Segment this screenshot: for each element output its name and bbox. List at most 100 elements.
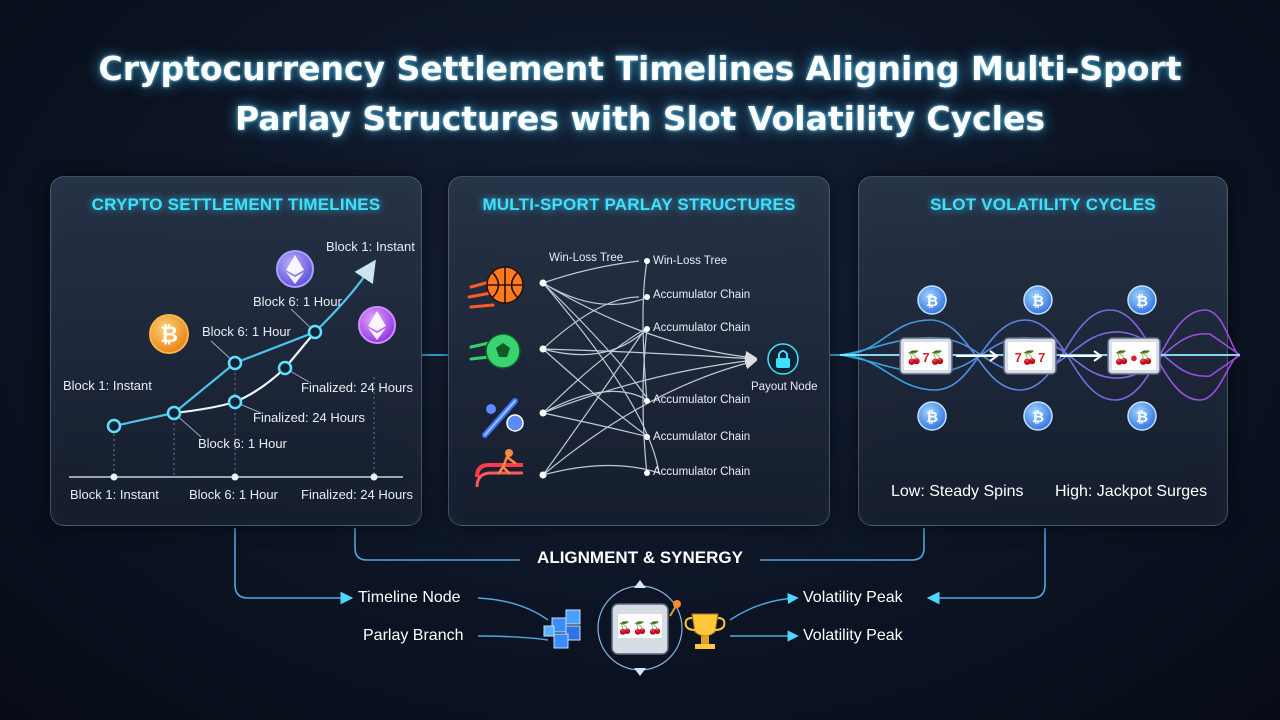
svg-text:₿: ₿ bbox=[1136, 409, 1148, 426]
link-parlay-to-hub bbox=[477, 635, 549, 641]
parlay-node bbox=[644, 258, 650, 264]
blockchain-cubes-icon bbox=[543, 609, 581, 649]
slot-reel-icon: 7🍒7 bbox=[1003, 337, 1057, 375]
arrow-up-icon bbox=[634, 580, 646, 588]
svg-text:₿: ₿ bbox=[1032, 409, 1044, 426]
arrow-right-icon bbox=[956, 350, 999, 362]
volatility-peak-label: Volatility Peak bbox=[803, 627, 903, 644]
running-track-icon bbox=[475, 449, 523, 488]
timeline-curve-lower bbox=[173, 331, 316, 415]
bitcoin-icon: ₿ bbox=[149, 314, 189, 354]
axis-label: Finalized: 24 Hours bbox=[301, 487, 413, 502]
chart-label: Block 1: Instant bbox=[326, 239, 415, 254]
alignment-synergy-label: ALIGNMENT & SYNERGY bbox=[537, 548, 743, 567]
timeline-node bbox=[227, 355, 243, 371]
chart-label: Finalized: 24 Hours bbox=[301, 380, 413, 395]
branch-label: Accumulator Chain bbox=[653, 431, 751, 443]
chart-label: Block 6: 1 Hour bbox=[202, 324, 291, 339]
page-title: Cryptocurrency Settlement Timelines Alig… bbox=[0, 44, 1280, 144]
link-timeline-to-hub bbox=[477, 597, 549, 621]
timeline-curve-upper bbox=[113, 259, 376, 428]
bottom-bracket-left bbox=[354, 528, 520, 561]
crypto-settlement-panel: CRYPTO SETTLEMENT TIMELINES bbox=[50, 176, 422, 526]
svg-text:🍒🍒🍒: 🍒🍒🍒 bbox=[618, 621, 663, 635]
coin-icon: ₿ bbox=[1127, 285, 1157, 315]
slot-reel-icon: 🍒7🍒 bbox=[899, 337, 953, 375]
parlay-node bbox=[644, 326, 650, 332]
slot-volatility-graphic: 🍒7🍒 7🍒7 🍒●🍒 ₿ ₿ ₿ ₿ ₿ ₿ bbox=[840, 285, 1240, 431]
timeline-node-label: Timeline Node bbox=[358, 589, 461, 606]
timeline-node bbox=[166, 405, 182, 421]
parlay-node bbox=[539, 345, 547, 353]
arrow-right-icon bbox=[1060, 350, 1103, 362]
parlay-panel-title: MULTI-SPORT PARLAY STRUCTURES bbox=[482, 195, 796, 214]
axis-tick bbox=[231, 473, 239, 481]
svg-text:₿: ₿ bbox=[926, 293, 938, 310]
bottom-bracket-far-right bbox=[926, 528, 1046, 605]
chart-label: Block 6: 1 Hour bbox=[253, 294, 342, 309]
crypto-timeline-chart: ₿ bbox=[69, 250, 403, 481]
arrow-down-icon bbox=[634, 668, 646, 676]
payout-node-label: Payout Node bbox=[751, 381, 818, 393]
win-loss-tree-label: Win-Loss Tree bbox=[549, 252, 624, 264]
volatility-peak-label: Volatility Peak bbox=[803, 589, 903, 606]
axis-label: Block 6: 1 Hour bbox=[189, 487, 278, 502]
axis-label: Block 1: Instant bbox=[70, 487, 159, 502]
timeline-node bbox=[106, 418, 122, 434]
parlay-node bbox=[644, 398, 650, 404]
page-title-line-2: Parlay Structures with Slot Volatility C… bbox=[235, 99, 1045, 138]
svg-text:₿: ₿ bbox=[160, 322, 178, 347]
svg-text:7🍒7: 7🍒7 bbox=[1015, 350, 1046, 366]
high-volatility-label: High: Jackpot Surges bbox=[1055, 483, 1208, 500]
parlay-node bbox=[644, 294, 650, 300]
low-volatility-label: Low: Steady Spins bbox=[891, 483, 1024, 500]
coin-icon: ₿ bbox=[1023, 285, 1053, 315]
parlay-branch-lines bbox=[542, 260, 758, 476]
timeline-node bbox=[307, 324, 323, 340]
chart-label: Finalized: 24 Hours bbox=[253, 410, 365, 425]
parlay-node bbox=[539, 279, 547, 287]
parlay-tree-diagram bbox=[467, 258, 799, 488]
axis-tick bbox=[370, 473, 378, 481]
svg-text:🍒●🍒: 🍒●🍒 bbox=[1114, 350, 1154, 366]
parlay-node bbox=[539, 471, 547, 479]
svg-text:🍒7🍒: 🍒7🍒 bbox=[906, 350, 946, 366]
parlay-node bbox=[644, 434, 650, 440]
chart-label: Block 6: 1 Hour bbox=[198, 436, 287, 451]
page-title-line-1: Cryptocurrency Settlement Timelines Alig… bbox=[98, 49, 1182, 88]
parlay-branch-label: Parlay Branch bbox=[363, 627, 464, 644]
svg-text:₿: ₿ bbox=[926, 409, 938, 426]
parlay-nodes bbox=[539, 258, 650, 479]
bottom-bracket-far-left bbox=[234, 528, 354, 605]
branch-label: Accumulator Chain bbox=[653, 466, 751, 478]
timeline-node bbox=[277, 360, 293, 376]
branch-label: Accumulator Chain bbox=[653, 322, 751, 334]
link-hub-to-peak-top bbox=[729, 592, 799, 621]
ethereum-icon bbox=[358, 306, 396, 344]
lock-icon bbox=[767, 343, 799, 375]
coin-icon: ₿ bbox=[917, 401, 947, 431]
soccer-ball-icon bbox=[469, 333, 521, 369]
bottom-bracket-right bbox=[760, 528, 925, 561]
synergy-hub-graphic: 🍒🍒🍒 bbox=[543, 580, 726, 676]
svg-text:₿: ₿ bbox=[1136, 293, 1148, 310]
parlay-node bbox=[644, 470, 650, 476]
basketball-icon bbox=[467, 266, 524, 309]
branch-label: Accumulator Chain bbox=[653, 394, 751, 406]
coin-icon: ₿ bbox=[1127, 401, 1157, 431]
branch-label: Win-Loss Tree bbox=[653, 255, 728, 267]
crypto-panel-title: CRYPTO SETTLEMENT TIMELINES bbox=[91, 195, 381, 214]
slots-panel-title: SLOT VOLATILITY CYCLES bbox=[930, 195, 1156, 214]
trophy-icon bbox=[684, 613, 726, 649]
ethereum-icon bbox=[276, 250, 314, 288]
parlay-node bbox=[539, 409, 547, 417]
axis-tick bbox=[110, 473, 118, 481]
coin-icon: ₿ bbox=[1023, 401, 1053, 431]
slot-machine-icon: 🍒🍒🍒 bbox=[611, 600, 681, 655]
coin-icon: ₿ bbox=[917, 285, 947, 315]
baseball-icon bbox=[482, 398, 524, 438]
slot-reel-icon: 🍒●🍒 bbox=[1107, 337, 1161, 375]
timeline-nodes bbox=[106, 324, 323, 434]
